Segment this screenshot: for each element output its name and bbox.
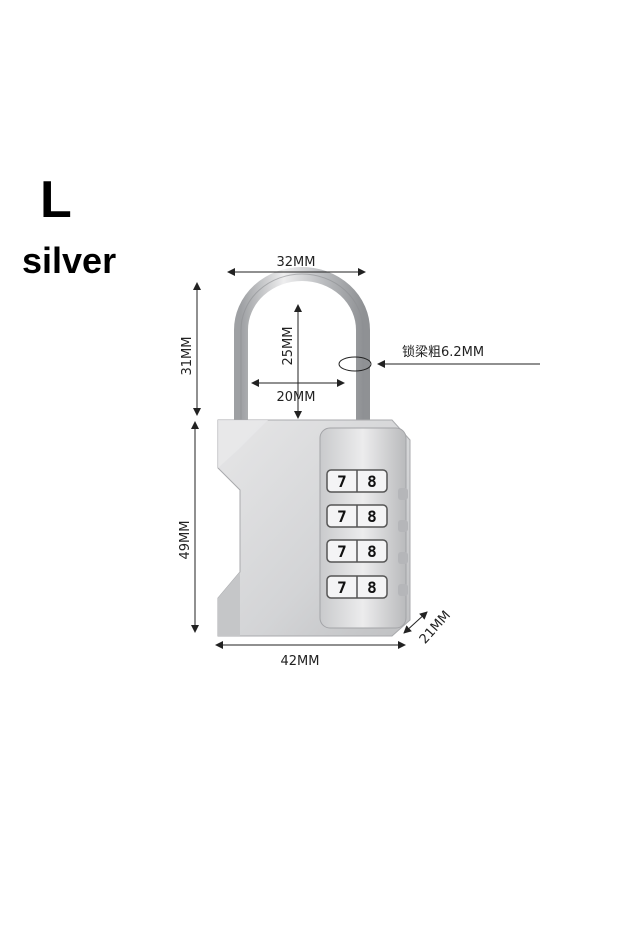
dim-label: 42MM	[281, 654, 320, 669]
lock-body	[217, 419, 411, 637]
dim-body-height: 49MM	[178, 421, 199, 633]
dim-label: 31MM	[180, 337, 195, 376]
dial-digit: 7	[337, 578, 347, 597]
dial-digit: 7	[337, 472, 347, 491]
dim-inner-width: 20MM	[251, 379, 345, 405]
dim-label: 32MM	[277, 255, 316, 270]
dial-digit: 8	[367, 542, 377, 561]
dim-label: 21MM	[417, 608, 454, 647]
size-label: L	[40, 171, 72, 229]
dim-inner-height: 25MM	[281, 304, 302, 419]
dim-shackle-width: 32MM	[227, 255, 366, 276]
dial-wheels: 7 8 7 8 7 8 7 8	[326, 469, 388, 599]
dim-shackle-height: 31MM	[180, 282, 201, 416]
dial-digit: 8	[367, 472, 377, 491]
color-label: silver	[22, 240, 117, 281]
dial-digit: 8	[367, 507, 377, 526]
dial-wheel: 7 8	[326, 469, 388, 493]
dim-label: 锁梁粗6.2MM	[402, 344, 484, 360]
dial-wheel: 7 8	[326, 539, 388, 563]
dim-body-width: 42MM	[215, 641, 406, 669]
dim-label: 20MM	[277, 390, 316, 405]
dim-body-depth: 21MM	[403, 608, 454, 647]
dim-shackle-thickness: 锁梁粗6.2MM	[338, 344, 540, 372]
dial-digit: 7	[337, 507, 347, 526]
dial-wheel: 7 8	[326, 575, 388, 599]
dial-digit: 7	[337, 542, 347, 561]
dial-digit: 8	[367, 578, 377, 597]
dial-wheel: 7 8	[326, 504, 388, 528]
dim-label: 49MM	[178, 521, 193, 560]
dim-label: 25MM	[281, 327, 296, 366]
